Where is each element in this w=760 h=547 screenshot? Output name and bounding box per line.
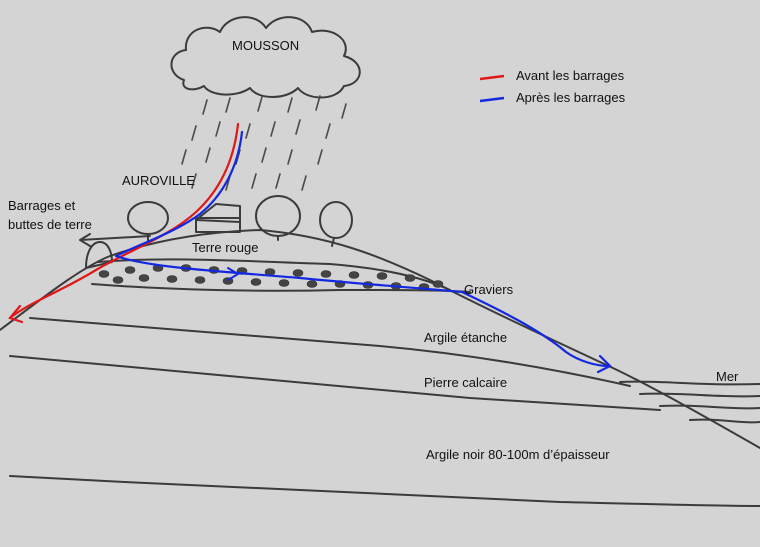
legend-before-label: Avant les barrages <box>516 68 625 83</box>
auroville-label: AUROVILLE <box>122 173 195 188</box>
argile-noir-label: Argile noir 80-100m d’épaisseur <box>426 447 610 462</box>
pierre-calcaire-label: Pierre calcaire <box>424 375 507 390</box>
barrages-label-line1: Barrages et <box>8 198 76 213</box>
legend-after-label: Après les barrages <box>516 90 626 105</box>
terre-rouge-label: Terre rouge <box>192 240 258 255</box>
mer-label: Mer <box>716 369 739 384</box>
cloud-label: MOUSSON <box>232 38 299 53</box>
graviers-label: Graviers <box>464 282 514 297</box>
barrages-label-line2: buttes de terre <box>8 217 92 232</box>
argile-etanche-label: Argile étanche <box>424 330 507 345</box>
